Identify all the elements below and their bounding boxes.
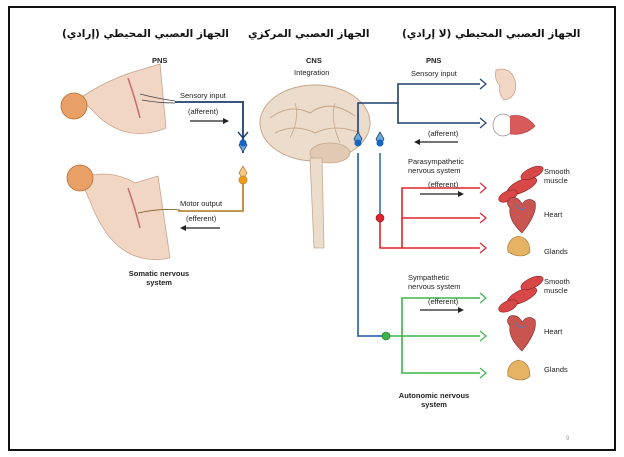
glands-illustration-2 <box>508 360 530 380</box>
slide: الجهاز العصبي المحيطي (إرادي) الجهاز الع… <box>8 6 616 451</box>
smooth-muscle-label-1: Smooth muscle <box>544 168 570 185</box>
pns-left-label: PNS <box>152 57 167 66</box>
efferent-symp-label: (efferent) <box>428 298 458 307</box>
pns-right-label: PNS <box>426 57 441 66</box>
eye-illustration <box>493 114 535 136</box>
brain-illustration <box>260 85 370 248</box>
sympathetic-line-2: nervous system <box>408 283 461 292</box>
smooth-muscle-label-2: Smooth muscle <box>544 278 570 295</box>
afferent-left-label: (afferent) <box>188 108 218 117</box>
upper-arm-illustration <box>61 64 175 134</box>
parasympathetic-label: Parasympathetic nervous system <box>408 158 464 175</box>
somatic-line-2: system <box>114 279 204 288</box>
motor-output-label: Motor output <box>180 200 222 209</box>
autonomic-system-label: Autonomic nervous system <box>384 392 484 409</box>
somatic-system-label: Somatic nervous system <box>114 270 204 287</box>
afferent-right-label: (afferent) <box>428 130 458 139</box>
smooth-muscle-illustration-2 <box>497 273 545 314</box>
efferent-para-label: (efferent) <box>428 181 458 190</box>
integration-label: Integration <box>294 69 329 78</box>
heart-illustration-1 <box>508 198 536 233</box>
cns-label: CNS <box>306 57 322 66</box>
sensory-input-left-label: Sensory input <box>180 92 226 101</box>
smooth-muscle-1-line-2: muscle <box>544 177 570 186</box>
page-number: 9 <box>566 436 569 443</box>
heart-illustration-2 <box>508 316 536 351</box>
smooth-muscle-illustration-1 <box>497 163 545 204</box>
sympathetic-label: Sympathetic nervous system <box>408 274 461 291</box>
heart-label-1: Heart <box>544 211 562 220</box>
glands-label-1: Glands <box>544 248 568 257</box>
autonomic-sensory-trunk <box>358 153 386 336</box>
smooth-muscle-2-line-2: muscle <box>544 287 570 296</box>
ear-illustration <box>496 69 516 100</box>
glands-label-2: Glands <box>544 366 568 375</box>
autonomic-line-2: system <box>384 401 484 410</box>
lower-arm-illustration <box>67 165 180 260</box>
glands-illustration-1 <box>508 236 530 256</box>
sensory-input-right-label: Sensory input <box>411 70 457 79</box>
heart-label-2: Heart <box>544 328 562 337</box>
parasympathetic-line-2: nervous system <box>408 167 464 176</box>
efferent-left-label: (efferent) <box>186 215 216 224</box>
